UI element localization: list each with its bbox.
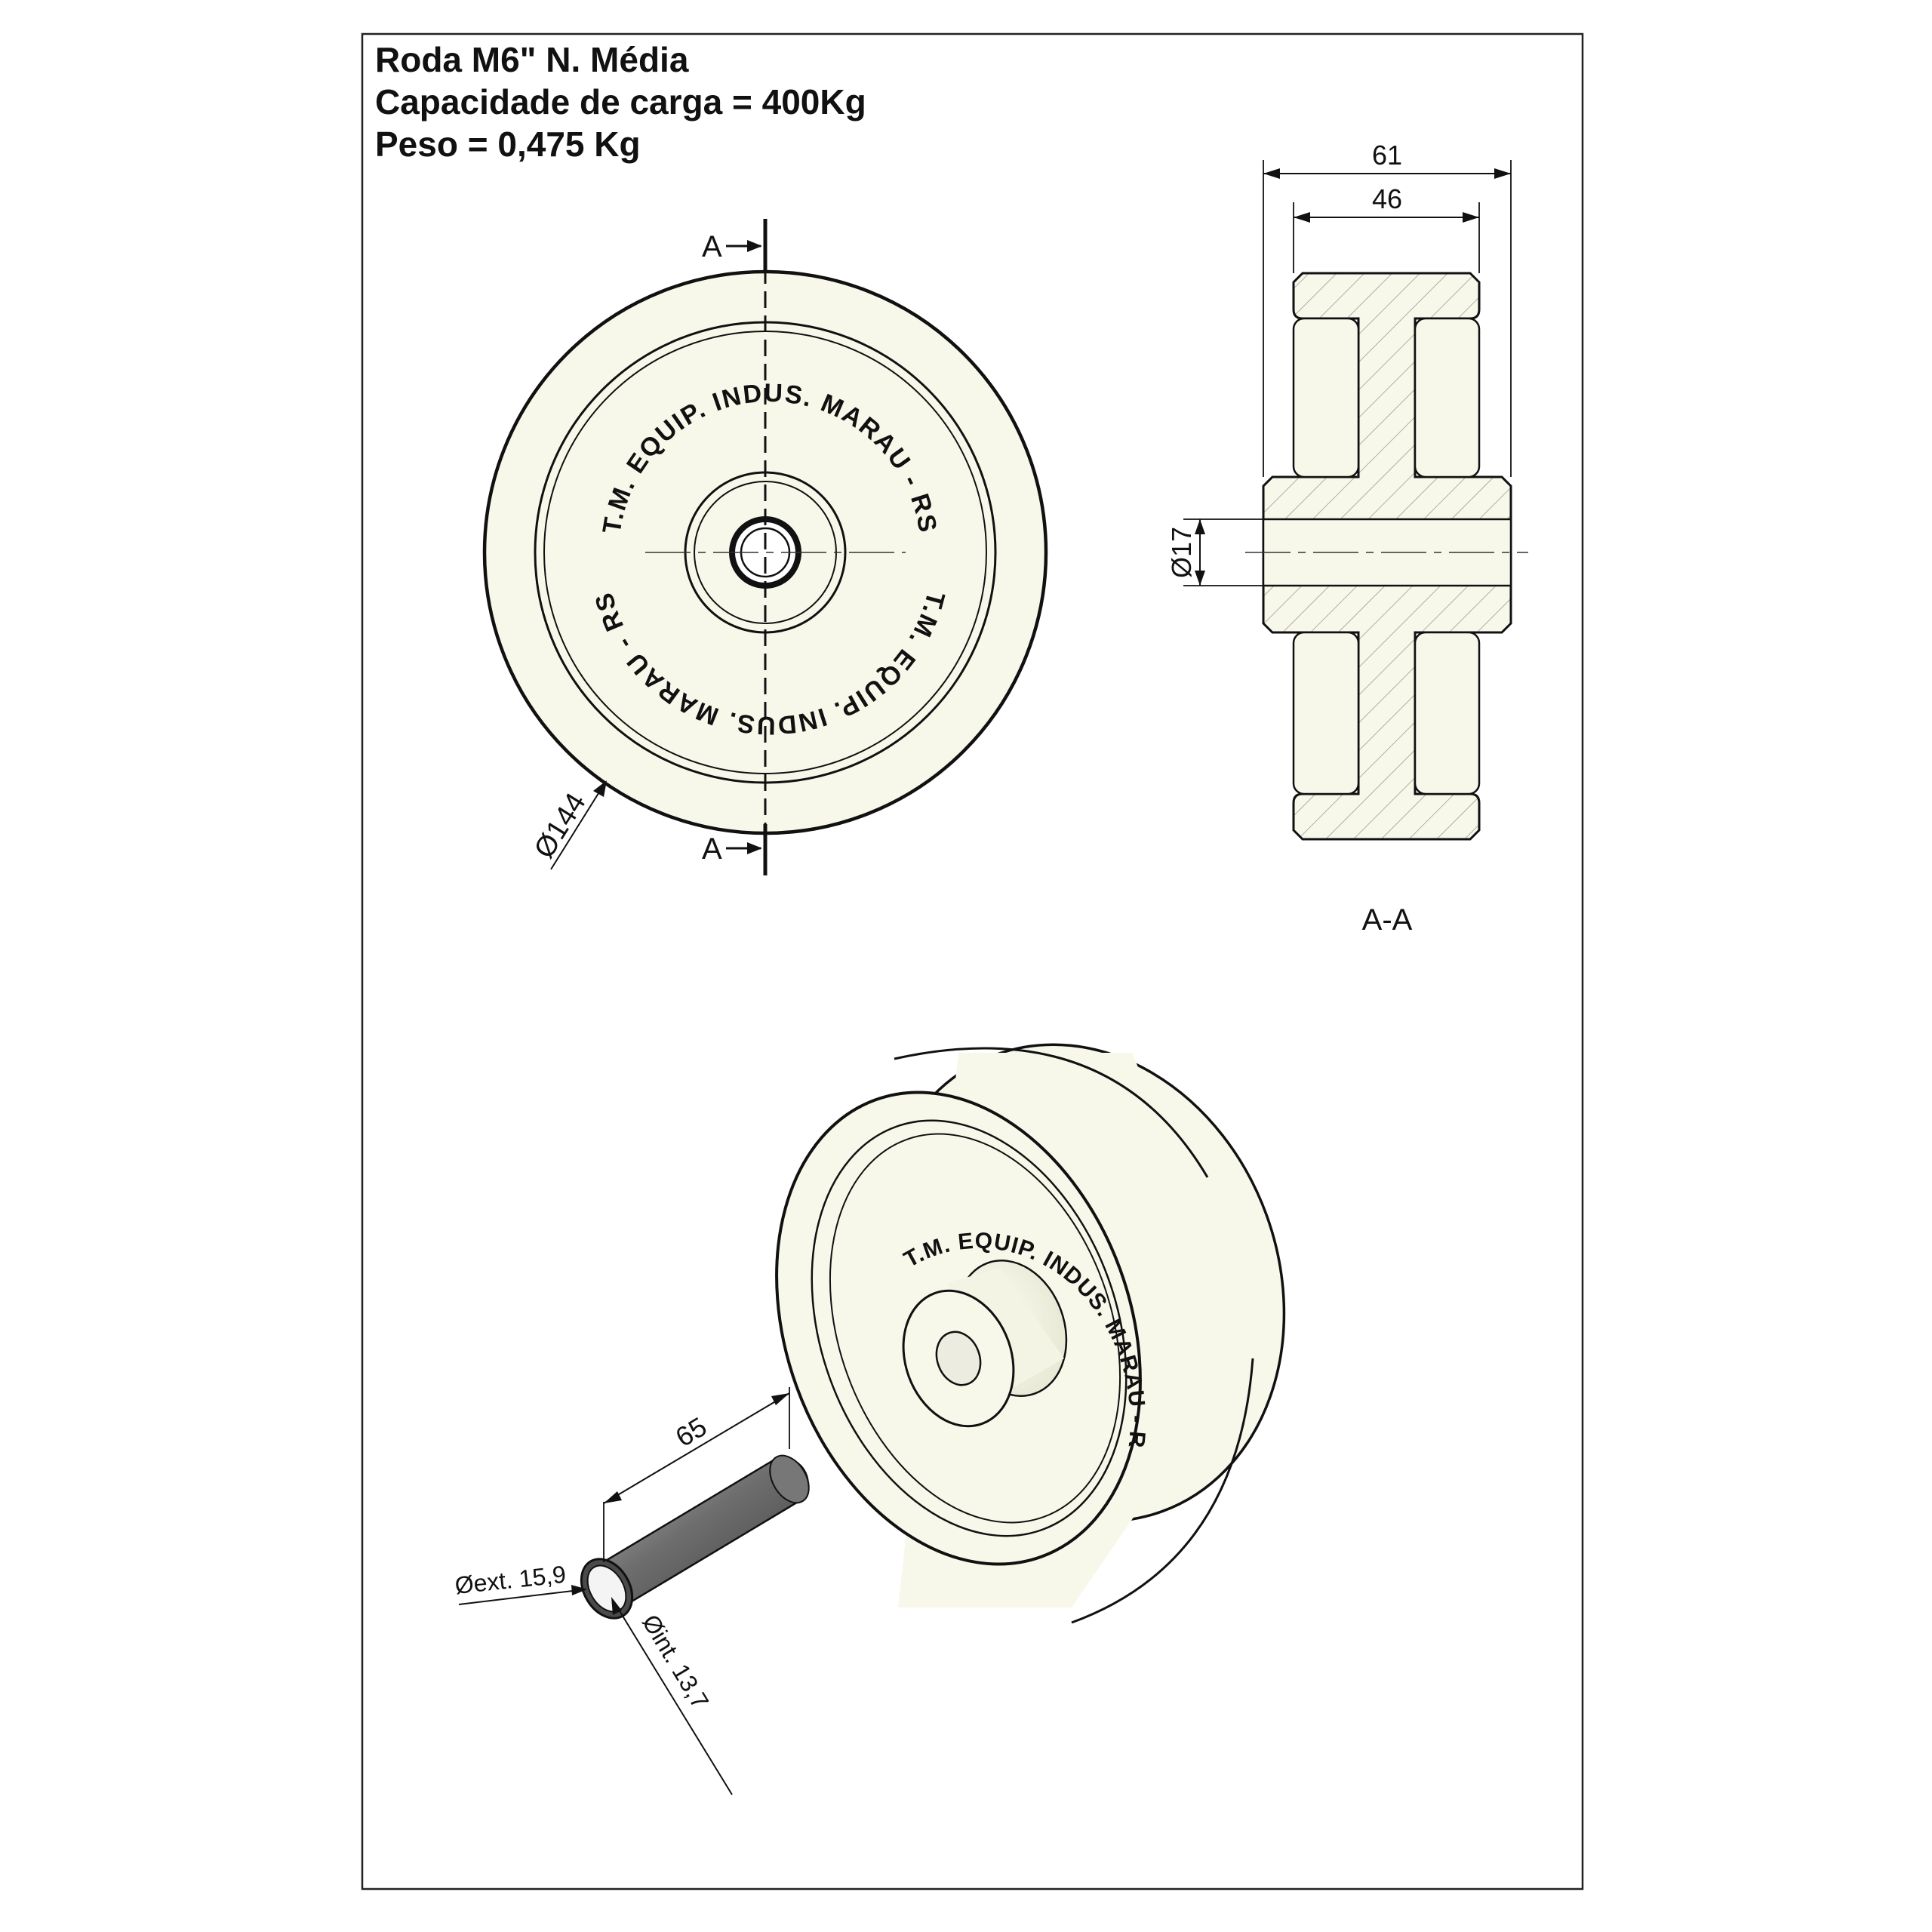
section-arrowhead-top (747, 240, 762, 252)
iso-rim-inner (829, 1133, 1121, 1524)
iso-tread-edge-top (894, 1047, 1209, 1178)
dim-65-arrow-left (604, 1491, 622, 1503)
section-marker-bottom: A (702, 832, 722, 866)
title-wheel-model: Roda M6" N. Média (375, 40, 689, 79)
dim-65-label: 65 (670, 1411, 712, 1453)
axle-back-end (769, 1454, 810, 1504)
diameter-leader (550, 784, 605, 870)
outer-diameter-arrowhead (571, 1585, 587, 1595)
title-weight: Peso = 0,475 Kg (375, 125, 641, 164)
front-view: A A T.M. EQUIP. INDUS. MARAU - RS T.M. E… (482, 219, 1048, 875)
inner-diameter-arrowhead (611, 1597, 622, 1615)
diameter-leader-arrowhead (593, 780, 607, 797)
dim-65-line (603, 1392, 790, 1504)
dim-17-label: Ø17 (1166, 527, 1197, 578)
iso-hub-bore (935, 1331, 982, 1386)
dim-61-label: 61 (1372, 140, 1402, 171)
diameter-label: Ø144 (528, 788, 592, 864)
iso-tread-edge-bottom (1071, 1358, 1254, 1624)
outer-diameter-leader (458, 1589, 586, 1605)
dim-65-arrow-right (771, 1393, 789, 1405)
title-load-capacity: Capacidade de carga = 400Kg (375, 82, 866, 122)
dim-46-label: 46 (1372, 183, 1402, 214)
dim-61-arrow-left (1263, 168, 1280, 179)
sheet-border (361, 32, 1584, 1890)
axle-tube: 65 Øext. 15,9 Øint. 13,7 (454, 1387, 810, 1795)
dim-46-arrow-left (1294, 212, 1310, 223)
dim-46-arrow-right (1463, 212, 1479, 223)
section-view: 61 46 Ø17 A-A (1166, 140, 1528, 937)
tire-groove-right-top (1414, 317, 1481, 478)
tire-groove-left-bottom (1292, 631, 1360, 795)
dim-61-arrow-right (1494, 168, 1511, 179)
section-caption: A-A (1362, 903, 1413, 937)
dim-17-arrow-bottom (1195, 571, 1205, 586)
tire-groove-right-bottom (1414, 631, 1481, 795)
section-arrowhead-bottom (747, 842, 762, 854)
dim-17-arrow-top (1195, 519, 1205, 534)
section-marker-top: A (702, 230, 722, 263)
inner-diameter-label: Øint. 13,7 (637, 1610, 714, 1713)
tire-groove-left-top (1292, 317, 1360, 478)
inner-diameter-leader (612, 1599, 733, 1795)
